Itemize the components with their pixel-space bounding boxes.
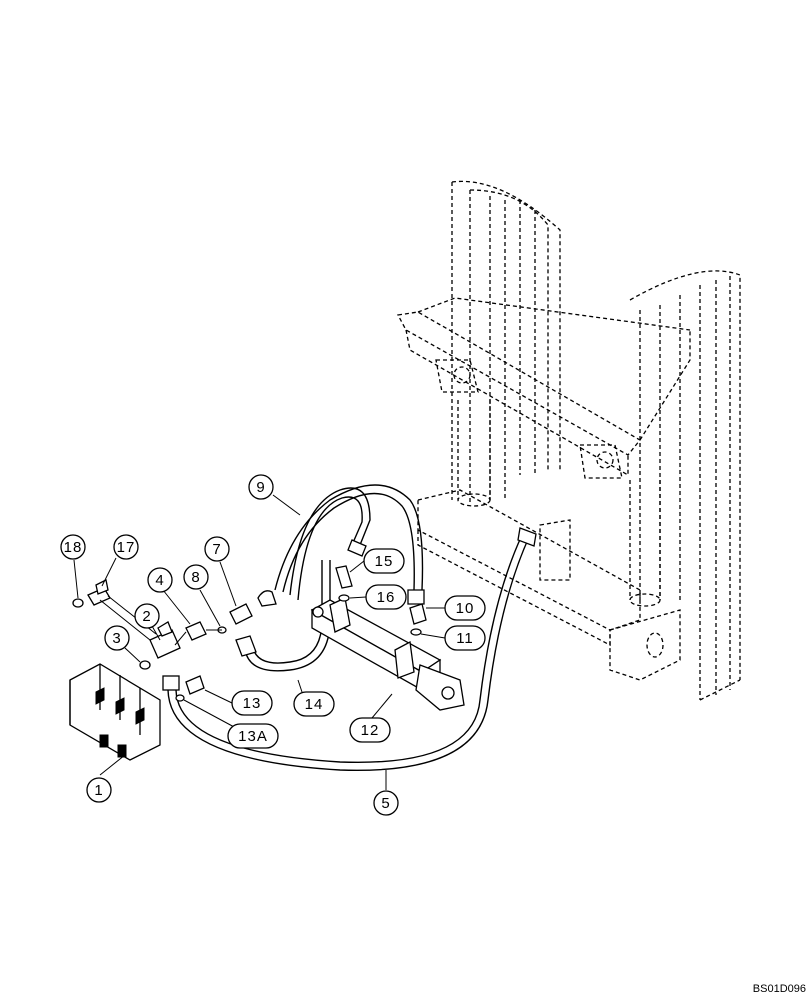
callout-4 — [147, 567, 173, 593]
leader-2 — [151, 625, 161, 641]
leader-11 — [420, 633, 446, 639]
leader-12 — [371, 693, 393, 719]
callout-label-14: 14 — [305, 696, 324, 713]
leader-9 — [272, 494, 301, 516]
callout-2 — [134, 603, 160, 629]
callout-8 — [183, 564, 209, 590]
callout-16 — [365, 584, 407, 610]
callout-17 — [113, 534, 139, 560]
leader-1 — [99, 754, 126, 776]
callout-1 — [86, 777, 112, 803]
leader-7 — [219, 561, 237, 607]
callout-12 — [349, 717, 391, 743]
callout-11 — [444, 625, 486, 651]
callout-label-3: 3 — [112, 630, 121, 647]
leader-14 — [297, 679, 303, 693]
callout-label-4: 4 — [155, 572, 164, 589]
callouts: 1 2 3 4 5 7 8 9 10 1 — [60, 474, 486, 816]
callout-label-10: 10 — [456, 600, 475, 617]
callout-10 — [444, 595, 486, 621]
callout-5 — [373, 790, 399, 816]
callout-9 — [248, 474, 274, 500]
fittings — [72, 565, 427, 702]
callout-label-13: 13 — [243, 695, 262, 712]
hose-9 — [274, 484, 425, 605]
callout-label-5: 5 — [381, 795, 390, 812]
leader-15 — [349, 560, 365, 573]
loader-frame-phantom — [396, 180, 741, 701]
callout-13A — [227, 723, 279, 749]
callout-14 — [293, 691, 335, 717]
leader-16 — [349, 596, 367, 599]
callout-label-9: 9 — [256, 479, 265, 496]
reference-code: BS01D096 — [753, 983, 806, 995]
callout-18 — [60, 534, 86, 560]
leader-17 — [101, 557, 117, 587]
callout-15 — [363, 548, 405, 574]
leader-3 — [124, 647, 141, 663]
callout-label-18: 18 — [64, 539, 83, 556]
callout-3 — [104, 625, 130, 651]
callout-label-11: 11 — [456, 630, 474, 647]
callout-label-12: 12 — [361, 722, 380, 739]
callout-label-16: 16 — [377, 589, 396, 606]
leader-13 — [204, 689, 233, 704]
cylinder-12 — [310, 597, 465, 711]
valve-block-1 — [69, 663, 161, 761]
callout-label-13A: 13A — [238, 728, 268, 745]
callout-label-1: 1 — [94, 782, 103, 799]
callout-7 — [204, 536, 230, 562]
leader-18 — [73, 559, 79, 599]
callout-13 — [231, 690, 273, 716]
callout-label-2: 2 — [142, 608, 151, 625]
callout-label-7: 7 — [212, 541, 221, 558]
hose-5 — [162, 527, 537, 772]
leader-8 — [199, 589, 221, 627]
leader-13A — [183, 699, 237, 729]
callout-label-8: 8 — [191, 569, 200, 586]
callout-label-17: 17 — [117, 539, 136, 556]
leader-4 — [162, 589, 191, 625]
callout-label-15: 15 — [375, 553, 394, 570]
